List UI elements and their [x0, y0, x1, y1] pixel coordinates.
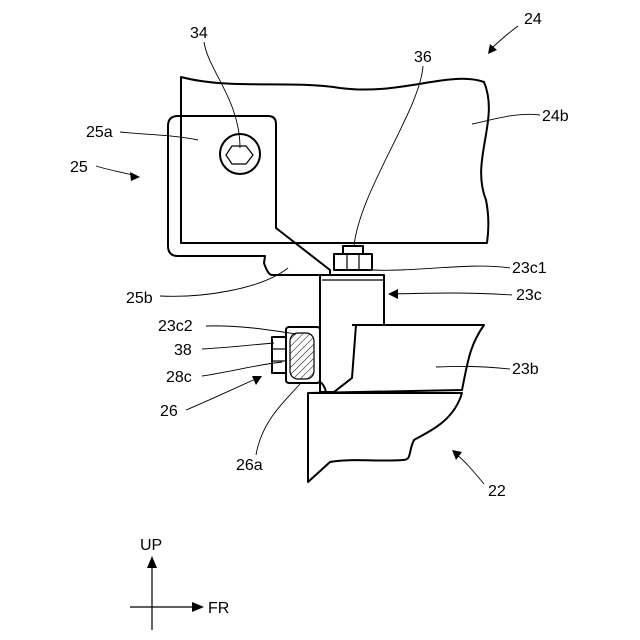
- arrow-26-head: [252, 376, 262, 385]
- arrow-23c-line: [392, 293, 512, 295]
- label-24b: 24b: [542, 108, 569, 125]
- label-25: 25: [70, 159, 88, 176]
- fr-label: FR: [208, 600, 229, 617]
- body-23b: [308, 325, 484, 393]
- label-25a: 25a: [86, 124, 113, 141]
- arrow-26-line: [186, 378, 258, 410]
- leader-36: [354, 66, 423, 246]
- label-26: 26: [160, 403, 178, 420]
- leader-26a: [256, 384, 300, 455]
- bolt-36-shank: [343, 246, 363, 254]
- arrow-25-head: [130, 172, 140, 181]
- leader-24b: [472, 114, 540, 124]
- label-24: 24: [524, 11, 542, 28]
- stay-23c: [320, 275, 384, 392]
- label-23c: 23c: [516, 287, 542, 304]
- label-36: 36: [414, 49, 432, 66]
- leader-34: [204, 42, 240, 148]
- leader-23b: [436, 366, 510, 369]
- leader-25a: [120, 132, 198, 140]
- member-24b: [181, 77, 489, 243]
- arrow-23c-head: [388, 289, 398, 299]
- label-38: 38: [174, 342, 192, 359]
- label-34: 34: [190, 25, 208, 42]
- leader-23c2: [206, 326, 296, 334]
- leader-28c: [202, 362, 282, 376]
- label-23b: 23b: [512, 361, 539, 378]
- bolt-36-head: [334, 254, 372, 270]
- fr-arrow-head: [192, 602, 204, 612]
- label-26a: 26a: [236, 457, 263, 474]
- bracket-25: [168, 116, 330, 275]
- leader-38: [202, 343, 274, 349]
- arrow-22-line: [456, 454, 484, 484]
- label-23c2: 23c2: [158, 318, 193, 335]
- bolt-38-head: [272, 337, 286, 373]
- bolt-34-hex-socket: [226, 146, 253, 164]
- label-22: 22: [488, 483, 506, 500]
- label-28c: 28c: [166, 369, 192, 386]
- body-22: [308, 393, 462, 482]
- up-label: UP: [140, 537, 162, 554]
- label-23c1: 23c1: [512, 260, 547, 277]
- nut-28c: [290, 333, 314, 379]
- up-arrow-head: [147, 556, 157, 568]
- arrow-25-line: [96, 166, 136, 176]
- arrow-24-line: [490, 26, 518, 50]
- label-25b: 25b: [126, 290, 153, 307]
- arrow-24-head: [488, 44, 497, 54]
- leader-23c1: [372, 266, 510, 270]
